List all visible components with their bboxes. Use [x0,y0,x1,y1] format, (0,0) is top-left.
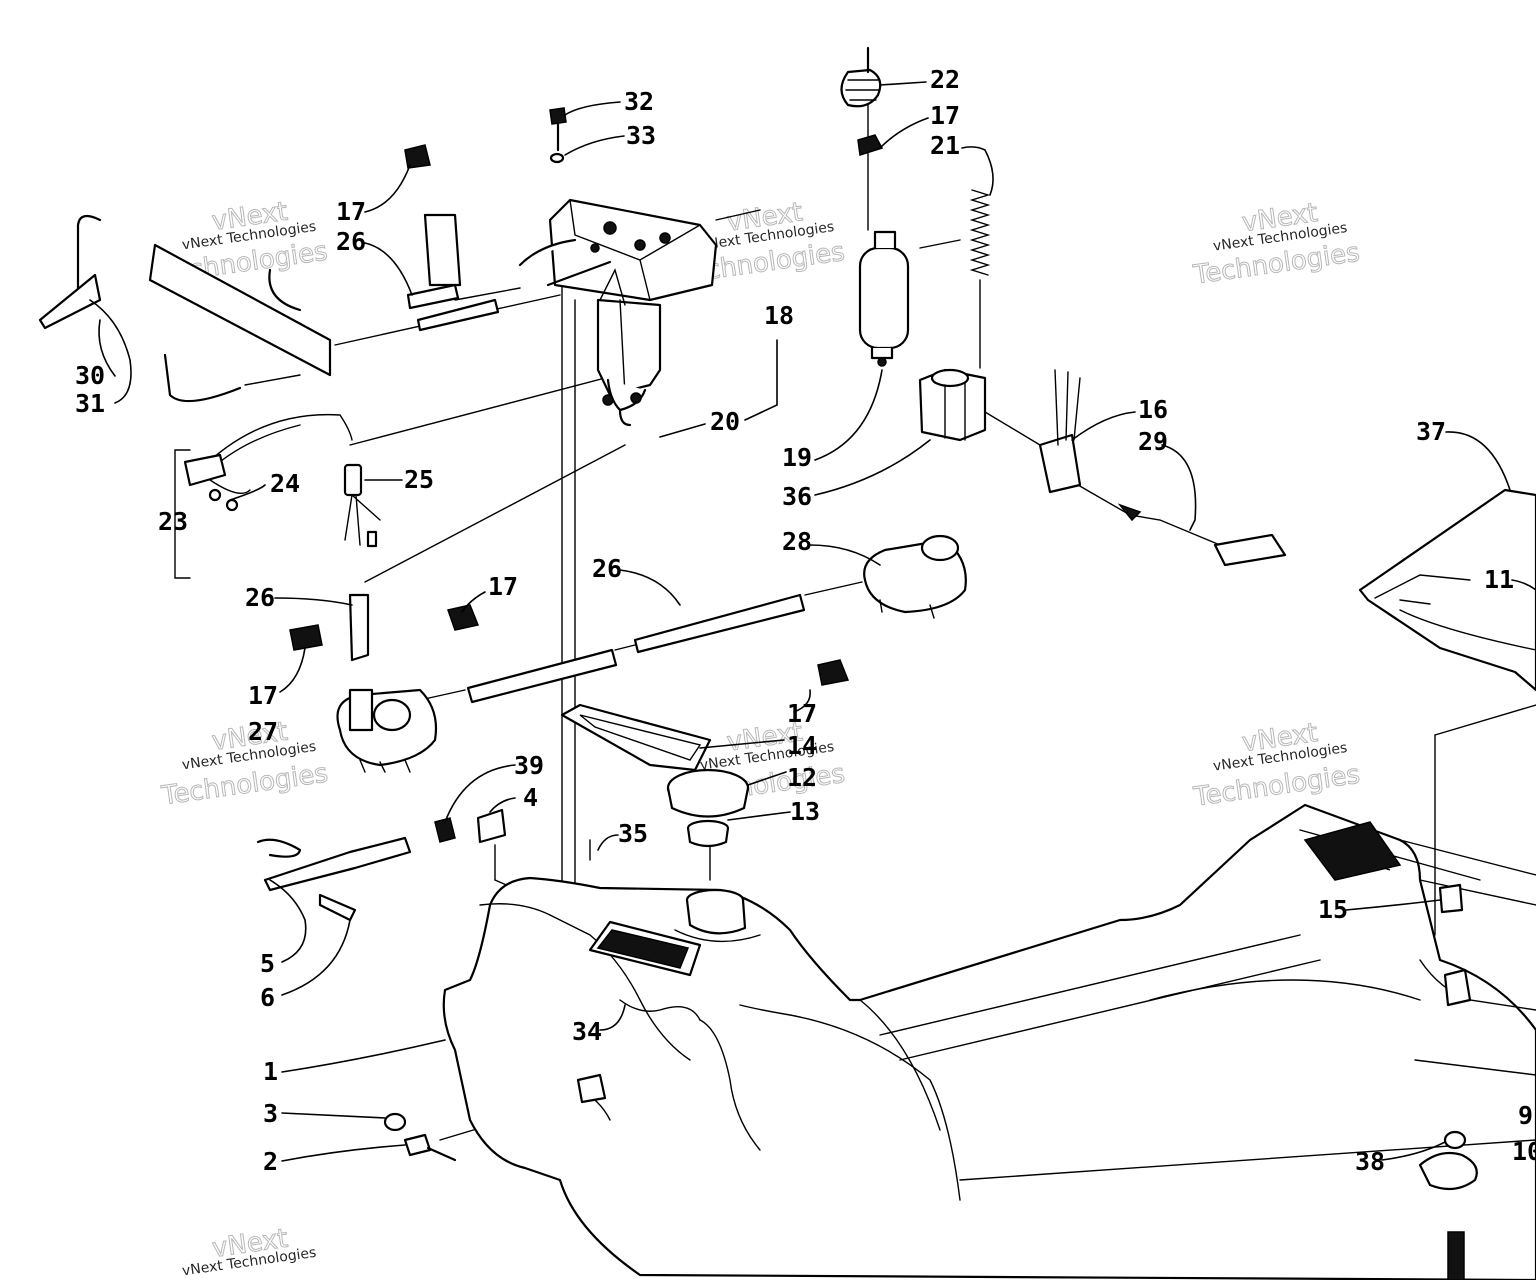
fuel-pump-assembly [518,198,718,427]
right-fasteners [1418,883,1478,1280]
callout-10: 10 [1512,1137,1536,1166]
callout-30: 30 [75,361,105,390]
regulator-27 [336,688,438,773]
callout-35: 35 [618,819,648,848]
fuel-fitting [256,808,507,922]
upper-left-hoses [38,144,500,403]
callout-16: 16 [1138,395,1168,424]
callout-19: 19 [782,443,812,472]
callout-15: 15 [1318,895,1348,924]
callout-13: 13 [790,797,820,826]
screw-32 [549,107,567,164]
callout-labels: 32 33 17 26 30 31 22 17 21 18 20 19 36 1… [75,65,1536,1176]
spring-21 [969,189,991,276]
filter-housing [918,368,987,442]
watermark-mid-right: vNext vNext Technologies Technologies [1191,718,1363,814]
callout-38: 38 [1355,1147,1385,1176]
callout-22: 22 [930,65,960,94]
callout-5: 5 [260,949,275,978]
callout-26: 26 [336,227,366,256]
callout-11: 11 [1484,565,1514,594]
callout-33: 33 [626,121,656,150]
fuel-tank [442,803,1536,1280]
callout-17: 17 [336,197,366,226]
callout-34: 34 [572,1017,602,1046]
callout-18: 18 [764,301,794,330]
callout-21: 21 [930,131,960,160]
callout-4: 4 [523,783,538,812]
callout-17: 17 [930,101,960,130]
callout-17: 17 [787,699,817,728]
callout-29: 29 [1138,427,1168,456]
callout-20: 20 [710,407,740,436]
mid-hoses [289,593,850,704]
wiring-harness [174,413,381,579]
callout-17: 17 [488,572,518,601]
callout-37: 37 [1416,417,1446,446]
callout-28: 28 [782,527,812,556]
callout-36: 36 [782,482,812,511]
callout-23: 23 [158,507,188,536]
tank-cover [1358,488,1536,692]
callout-27: 27 [248,717,278,746]
callout-25: 25 [404,465,434,494]
callout-24: 24 [270,469,300,498]
watermark-mid-left: vNext vNext Technologies Technologies [159,716,331,812]
gasket-14 [560,703,712,772]
fuel-sender [1038,369,1287,567]
callout-26: 26 [592,554,622,583]
callout-31: 31 [75,389,105,418]
callout-9: 9 [1518,1101,1533,1130]
watermark-top-right: vNext vNext Technologies Technologies [1190,198,1362,292]
drain-bolt [383,1073,607,1162]
fuel-filter [840,46,910,367]
callout-32: 32 [624,87,654,116]
callout-2: 2 [263,1147,278,1176]
leader-lines [89,81,1536,1162]
callout-39: 39 [514,751,544,780]
filler-cap [666,768,750,848]
callout-14: 14 [787,731,817,760]
regulator-28 [863,534,967,619]
callout-6: 6 [260,983,275,1012]
callout-3: 3 [263,1099,278,1128]
watermark-bottom-left: vNext vNext Technologies [181,1223,317,1279]
callout-12: 12 [787,763,817,792]
callout-1: 1 [263,1057,278,1086]
callout-26: 26 [245,583,275,612]
callout-17: 17 [248,681,278,710]
